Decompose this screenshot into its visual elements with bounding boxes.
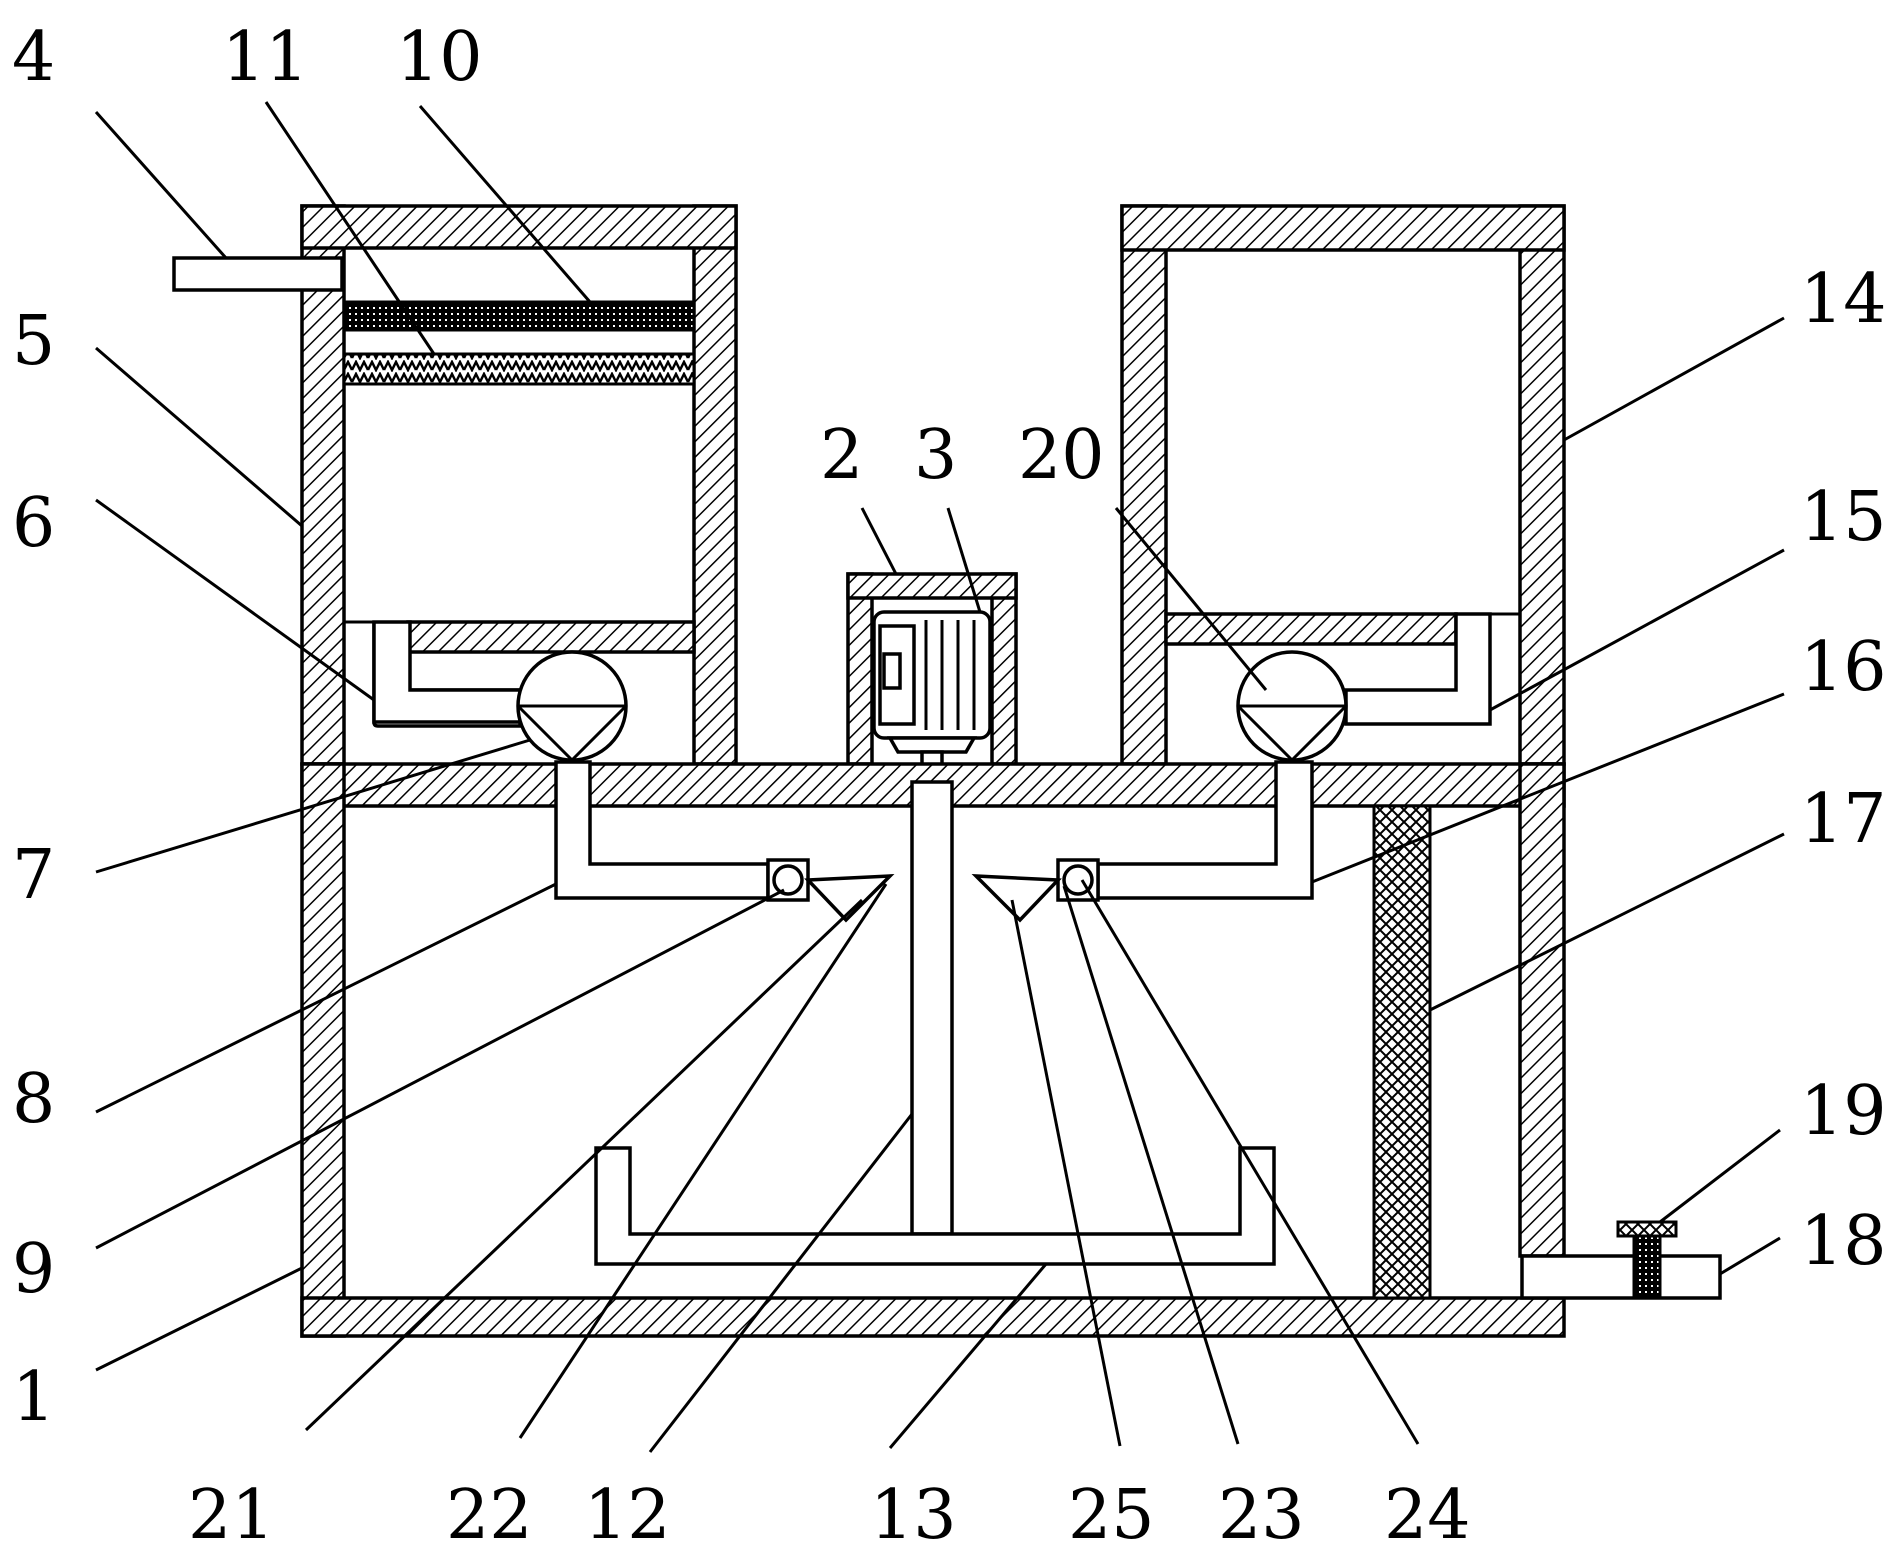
leader-2 [860, 507, 898, 575]
label-15: 15 [1800, 478, 1887, 557]
leader-23 [1062, 885, 1240, 1445]
label-16: 16 [1800, 628, 1887, 707]
label-9: 9 [12, 1230, 55, 1309]
filter-layer-10 [342, 300, 696, 332]
label-11: 11 [222, 18, 309, 97]
right-spray-nozzle [971, 874, 1062, 923]
label-18: 18 [1800, 1202, 1887, 1281]
left-distribution [554, 760, 895, 923]
label-23: 23 [1218, 1476, 1305, 1546]
right-pump-assembly [1236, 612, 1492, 763]
motor-housing-right [990, 572, 1018, 766]
label-22: 22 [446, 1476, 533, 1546]
leader-5 [95, 346, 303, 528]
leader-24 [1080, 879, 1420, 1445]
label-24: 24 [1384, 1476, 1471, 1546]
label-21: 21 [188, 1476, 275, 1546]
leader-16 [1311, 692, 1785, 884]
label-17: 17 [1800, 780, 1887, 859]
label-13: 13 [870, 1476, 957, 1546]
leader-20 [1114, 507, 1268, 691]
leader-18 [1719, 1236, 1781, 1276]
left-pump-valve [516, 704, 628, 763]
leader-14 [1563, 316, 1785, 442]
motor-housing-left [846, 572, 874, 766]
label-5: 5 [12, 302, 55, 381]
motor-assembly [846, 572, 1018, 784]
leader-10 [418, 105, 592, 303]
motor-terminal-box [882, 652, 902, 690]
right-tank [1120, 204, 1566, 766]
leader-4 [94, 111, 228, 259]
stirrer [594, 780, 1276, 1266]
left-spray-nozzle [804, 874, 895, 923]
leader-12 [648, 1113, 914, 1453]
right-pump-valve [1236, 704, 1348, 763]
leader-13 [888, 1263, 1048, 1449]
filter-layer-11 [342, 352, 696, 386]
label-1: 1 [12, 1358, 55, 1437]
left-tank-right-wall [692, 204, 738, 766]
left-nozzle-ball [772, 864, 804, 896]
label-10: 10 [396, 18, 483, 97]
leader-15 [1489, 548, 1785, 712]
leader-7 [95, 738, 531, 874]
filter-screen-16 [1372, 804, 1432, 1300]
leader-19 [1659, 1128, 1781, 1224]
main-body [300, 762, 1566, 1338]
leader-lines [94, 101, 1785, 1453]
right-tank-left-wall [1120, 204, 1168, 766]
label-3: 3 [914, 416, 957, 495]
inlet-pipe [172, 256, 344, 292]
right-distribution [971, 760, 1314, 923]
label-14: 14 [1800, 260, 1887, 339]
label-8: 8 [12, 1060, 55, 1139]
leader-25 [1010, 899, 1122, 1447]
outlet-valve-handle [1616, 1220, 1678, 1238]
leader-8 [95, 882, 557, 1114]
main-body-right-wall [1518, 762, 1566, 1258]
leader-6 [95, 498, 375, 702]
right-suction-pipe [1344, 612, 1492, 726]
outlet-assembly [1520, 1220, 1722, 1300]
part-labels: 4 11 10 5 6 7 8 9 1 2 3 20 14 15 16 17 1… [12, 18, 1887, 1546]
leader-9 [95, 888, 785, 1250]
left-tank-top-wall [300, 204, 738, 250]
leader-3 [946, 507, 982, 613]
left-pump-assembly [372, 620, 628, 763]
label-19: 19 [1800, 1072, 1887, 1151]
label-12: 12 [584, 1476, 671, 1546]
label-2: 2 [820, 416, 863, 495]
leader-21 [304, 898, 864, 1432]
leader-17 [1429, 832, 1785, 1012]
left-tank [300, 204, 738, 766]
label-6: 6 [12, 484, 55, 563]
stirring-shaft [910, 780, 954, 1236]
left-tank-bottom-plate [406, 620, 696, 654]
main-body-left-wall [300, 762, 346, 1338]
label-20: 20 [1018, 416, 1105, 495]
leader-22 [518, 883, 888, 1439]
motor-base [886, 736, 978, 754]
right-tank-bottom-plate [1164, 612, 1458, 646]
outlet-valve-stem [1632, 1234, 1662, 1300]
motor-housing-top [846, 572, 1018, 600]
outlet-pipe [1520, 1254, 1722, 1300]
label-25: 25 [1068, 1476, 1155, 1546]
label-7: 7 [12, 836, 55, 915]
right-tank-top-wall [1120, 204, 1566, 252]
leader-11 [264, 101, 436, 355]
leader-1 [95, 1266, 303, 1372]
main-body-bottom-wall [300, 1296, 1566, 1338]
label-4: 4 [12, 18, 55, 97]
